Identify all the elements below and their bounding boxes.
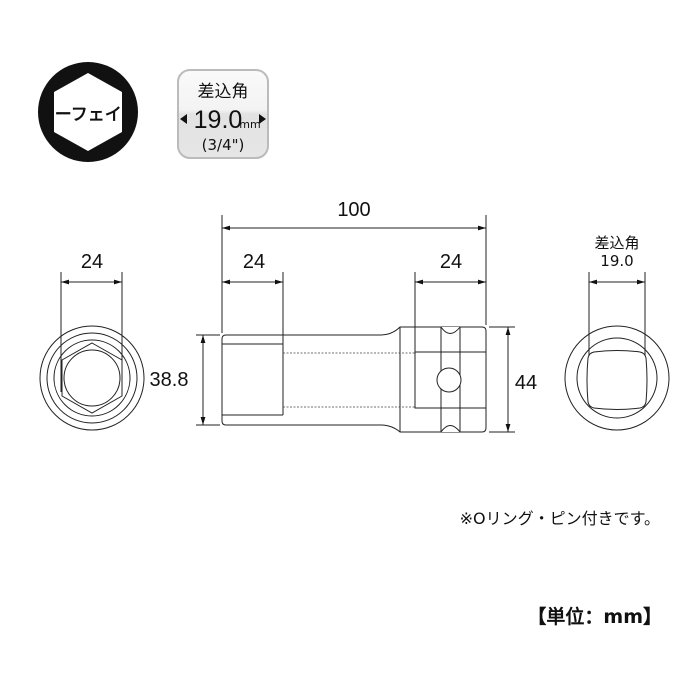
drive-size-badge: 差込角 19.0 mm (3/4") (177, 69, 269, 159)
overall-length-label: 100 (337, 199, 370, 221)
note-text: ※Oリング・ピン付きです。 (460, 509, 660, 528)
hex-end-view: 24 (39, 251, 145, 431)
drive-size-unit: mm (239, 118, 260, 131)
socket-side-view: 100 24 24 38.8 44 (150, 199, 537, 433)
drive-view-title: 差込角 (594, 234, 639, 252)
drive-size-title: 差込角 (198, 82, 249, 102)
arrow-right-icon (259, 114, 266, 124)
head-diameter-label: 38.8 (150, 369, 189, 391)
drive-size-inch: (3/4") (202, 136, 245, 154)
drive-depth-label: 24 (440, 251, 462, 273)
hex-depth-label: 24 (243, 251, 265, 273)
drive-view-size: 19.0 (600, 252, 633, 270)
square-drive-end-view: 差込角 19.0 (564, 234, 670, 431)
surface-type-badge: サーフェイス (38, 62, 138, 162)
pin-hole (436, 367, 462, 393)
drive-size-value: 19.0 (194, 106, 243, 134)
arrow-left-icon (180, 114, 187, 124)
drive-diameter-label: 44 (515, 372, 537, 394)
unit-label: 【単位：mm】 (527, 605, 662, 628)
surface-type-label: サーフェイス (38, 105, 138, 125)
hex-size-label: 24 (81, 251, 103, 273)
